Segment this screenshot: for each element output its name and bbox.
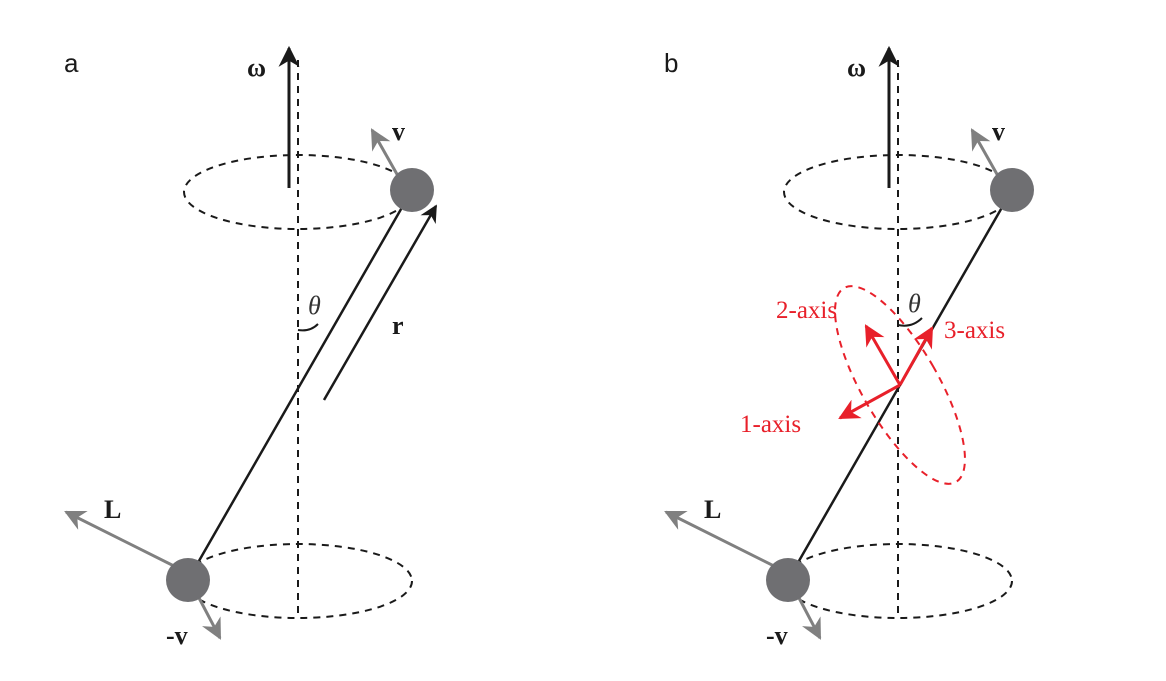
panel-b: b ω θ 2-axis 3-axis 1-axis v L -v — [664, 45, 1034, 650]
rod — [186, 189, 414, 581]
v-label-top: v — [392, 117, 405, 146]
v-arrow-top — [370, 128, 400, 177]
axis2-label: 2-axis — [776, 297, 837, 324]
theta-arc — [297, 323, 319, 332]
v-arrow-bottom — [196, 595, 222, 640]
axis3-label: 3-axis — [944, 317, 1005, 344]
axis2-arrow — [864, 324, 902, 386]
v-label-bottom: -v — [166, 621, 188, 650]
bottom-mass — [766, 558, 810, 602]
v-label-bottom: -v — [766, 621, 788, 650]
v-label-top: v — [992, 117, 1005, 146]
omega-label: ω — [847, 53, 866, 82]
L-label: L — [104, 495, 121, 524]
L-arrow — [664, 510, 787, 574]
v-arrow-top — [970, 128, 1000, 177]
v-arrow-bottom — [796, 595, 822, 640]
panel-a-label: a — [64, 48, 79, 78]
top-mass — [390, 168, 434, 212]
omega-label: ω — [247, 53, 266, 82]
axis1-arrow — [838, 383, 901, 420]
top-mass — [990, 168, 1034, 212]
theta-arc — [897, 317, 923, 327]
panel-b-label: b — [664, 48, 678, 78]
panel-a: a ω r θ v L -v — [64, 45, 438, 650]
axis1-label: 1-axis — [740, 411, 801, 438]
bottom-mass — [166, 558, 210, 602]
L-arrow — [64, 510, 187, 574]
theta-label: θ — [308, 291, 321, 320]
L-label: L — [704, 495, 721, 524]
r-arrow — [322, 204, 438, 401]
theta-label: θ — [908, 289, 921, 318]
axis3-arrow — [898, 326, 934, 386]
r-label: r — [392, 311, 404, 340]
